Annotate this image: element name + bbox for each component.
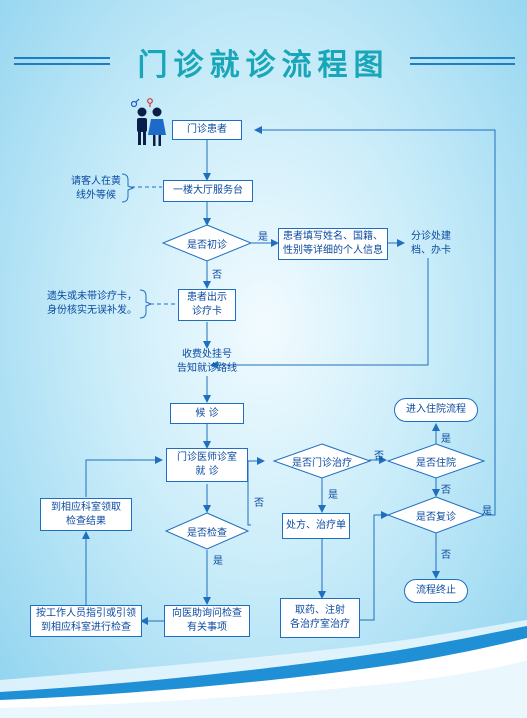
title-right-rule (410, 57, 515, 65)
bottom-wave (0, 620, 527, 718)
node-take-meds: 取药、注射 各治疗室治疗 (280, 598, 360, 638)
node-wait: 候 诊 (170, 403, 244, 424)
node-register: 收费处挂号 告知就诊路线 (177, 349, 237, 374)
edge-label-revisit-no: 否 (441, 550, 451, 561)
brace-yellow-line (121, 173, 135, 203)
people-icon (130, 98, 166, 146)
edge-label-treat-yes: 是 (328, 490, 338, 501)
node-outpatient: 门诊患者 (172, 120, 242, 140)
node-first-visit-question: 是否初诊 (187, 239, 227, 251)
edge-label-treat-no: 否 (374, 451, 384, 462)
page-title: 门诊就诊流程图 (137, 48, 390, 83)
brace-lost-card (139, 289, 153, 319)
node-branch-card: 分诊处建 档、办卡 (411, 231, 451, 256)
node-check-question: 是否检查 (187, 527, 227, 539)
note-wait-yellow-line: 请客人在黄 线外等候 (71, 176, 121, 201)
node-show-card: 患者出示 诊疗卡 (178, 289, 236, 321)
edge-label-inpatient-no: 否 (441, 485, 451, 496)
node-collect-result: 到相应科室领取 检查结果 (40, 498, 132, 531)
edge-label-first-yes: 是 (258, 232, 268, 243)
node-fill-info: 患者填写姓名、国籍、 性别等详细的个人信息 (278, 228, 388, 260)
edge-label-check-yes: 是 (213, 556, 223, 567)
diamond-treatment (272, 443, 372, 479)
edge-label-first-no: 否 (212, 270, 222, 281)
diamond-first-visit (161, 224, 253, 262)
title-left-rule (14, 57, 110, 65)
node-lobby-desk: 一楼大厅服务台 (163, 180, 253, 202)
diamond-revisit (386, 496, 486, 534)
edge-label-check-no: 否 (254, 498, 264, 509)
node-prescription: 处方、治疗单 (282, 513, 350, 539)
note-lost-card: 遗失或未带诊疗卡， 身份核实无误补发。 (47, 291, 137, 316)
node-consult-check: 向医助询问检查 有关事项 (164, 605, 250, 637)
node-inpatient-flow: 进入住院流程 (394, 398, 478, 422)
diamond-check (164, 512, 250, 550)
node-inpatient-question: 是否住院 (416, 457, 456, 469)
edge-label-revisit-yes: 是 (482, 506, 492, 517)
node-revisit-question: 是否复诊 (416, 511, 456, 523)
diamond-inpatient (386, 443, 486, 479)
node-staff-guide: 按工作人员指引或引领 到相应科室进行检查 (30, 605, 142, 637)
node-treatment-question: 是否门诊治疗 (292, 457, 352, 469)
node-end: 流程终止 (404, 579, 468, 603)
node-doctor: 门诊医师诊室 就 诊 (166, 448, 248, 482)
edge-label-inpatient-yes: 是 (441, 434, 451, 445)
title-bar: 门诊就诊流程图 (0, 38, 527, 88)
